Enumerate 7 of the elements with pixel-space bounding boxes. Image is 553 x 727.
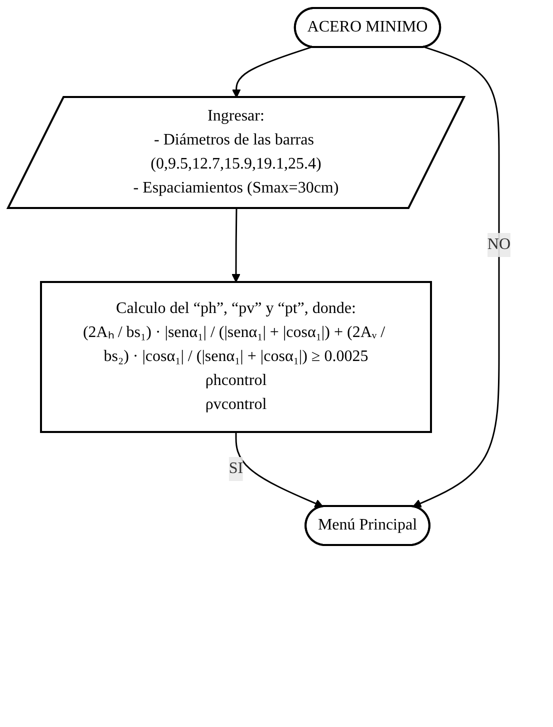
arrow bbox=[412, 46, 500, 508]
edge-label: NO bbox=[487, 236, 511, 253]
arrow bbox=[235, 432, 324, 508]
node-box: Calculo del “ph”, “pv” y “pt”, donde: (2Aₕ / bs₁) · |senα₁| / (|senα₁| + |cosα₁|) + (2Aᵥ / bs₂) · |cosα₁| / (|senα₁| + |cosα₁|) ≥ 0.0025 ρhcontrol ρvcontrol bbox=[40, 281, 432, 433]
arrow bbox=[232, 208, 240, 282]
edge-label: SI bbox=[228, 460, 244, 477]
arrow bbox=[232, 46, 312, 98]
